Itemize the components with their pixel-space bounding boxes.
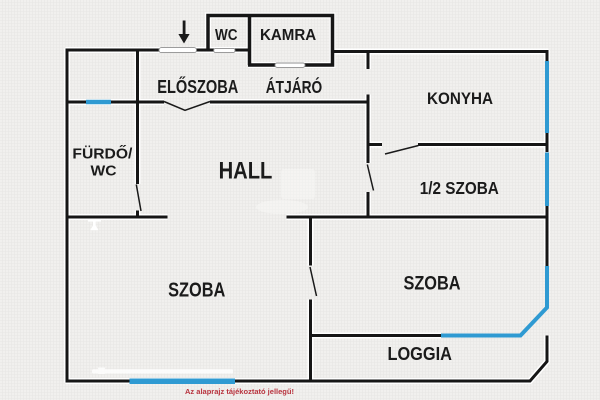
svg-text:Az alaprajz tájékoztató jelleg: Az alaprajz tájékoztató jellegű! bbox=[185, 389, 294, 396]
svg-text:1/2 SZOBA: 1/2 SZOBA bbox=[420, 178, 499, 198]
svg-text:SZOBA: SZOBA bbox=[403, 272, 460, 294]
svg-text:WC: WC bbox=[215, 27, 238, 44]
svg-text:HALL: HALL bbox=[219, 157, 273, 184]
svg-text:KAMRA: KAMRA bbox=[260, 27, 316, 44]
svg-text:FÜRDŐ/: FÜRDŐ/ bbox=[72, 144, 133, 162]
svg-text:SZOBA: SZOBA bbox=[168, 280, 225, 302]
svg-text:ELŐSZOBA: ELŐSZOBA bbox=[157, 76, 238, 97]
svg-text:WC: WC bbox=[91, 162, 117, 179]
svg-text:ÁTJÁRÓ: ÁTJÁRÓ bbox=[266, 76, 323, 97]
svg-text:KONYHA: KONYHA bbox=[427, 90, 493, 108]
svg-text:LOGGIA: LOGGIA bbox=[388, 344, 453, 365]
